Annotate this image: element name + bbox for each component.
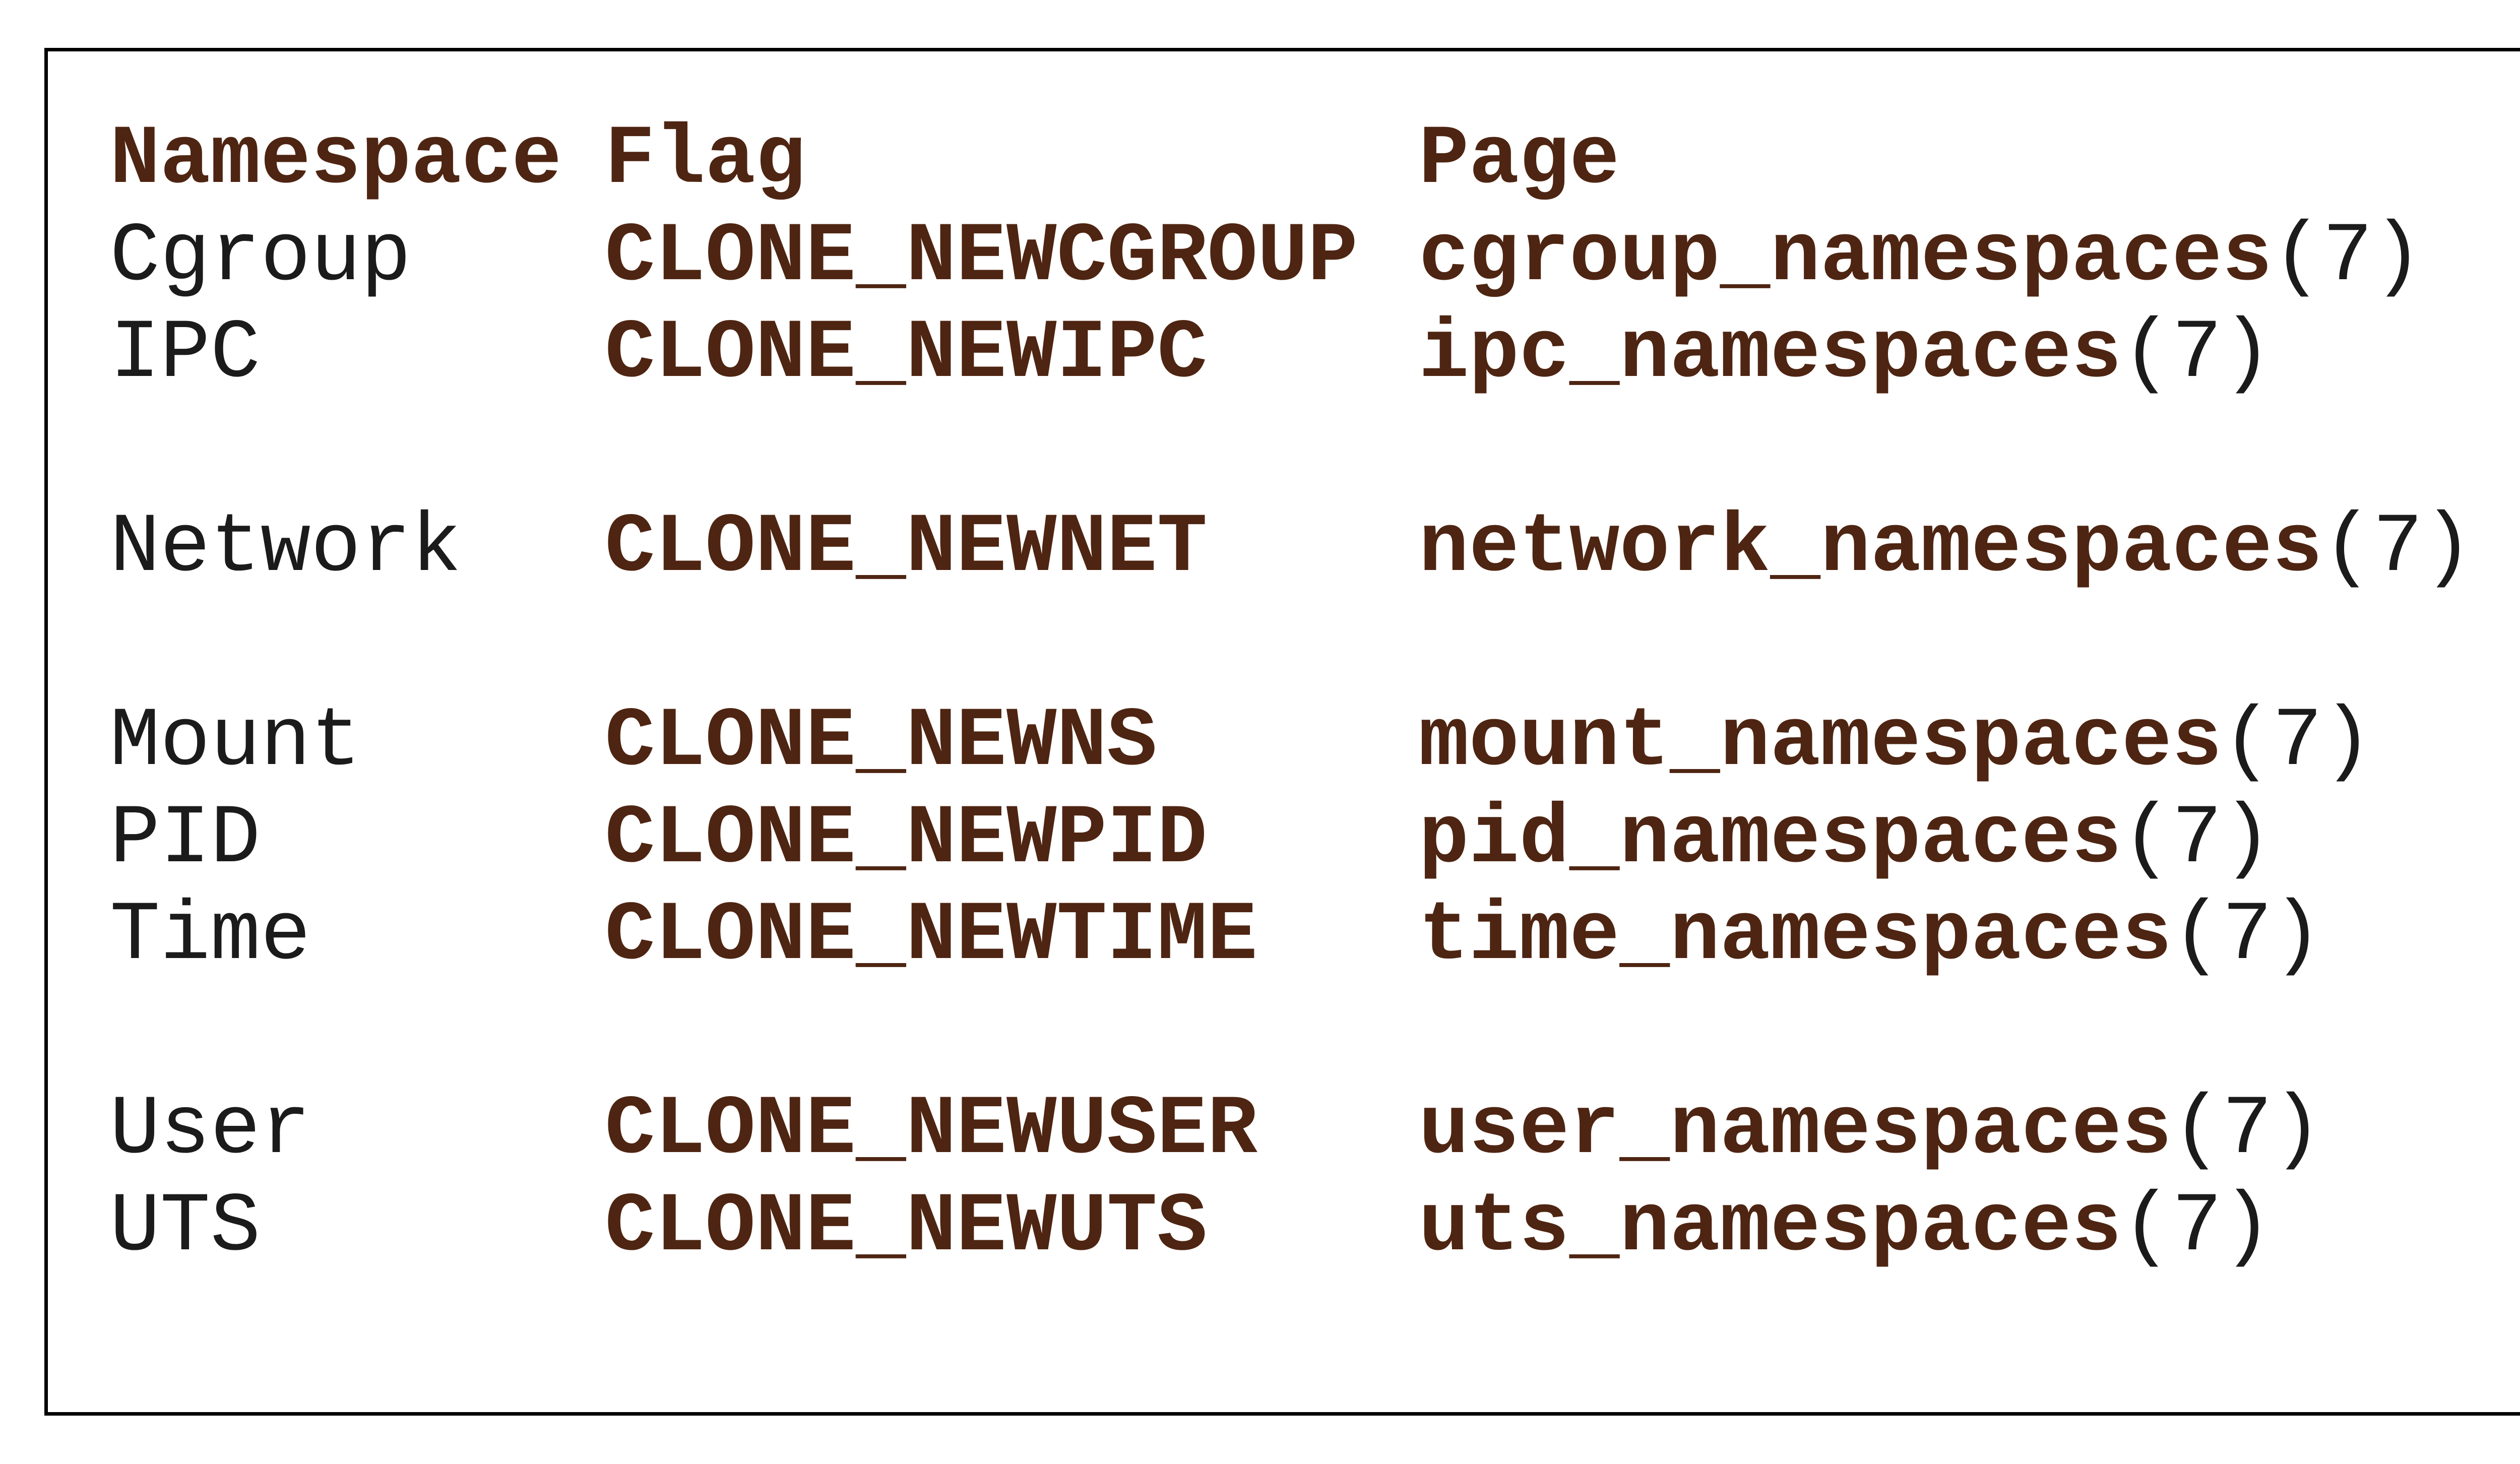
namespace-cell: Network bbox=[110, 500, 462, 595]
page-section-number: (7) bbox=[2121, 1180, 2273, 1275]
page-name: network_namespaces bbox=[1419, 500, 2323, 595]
page-cell: mount_namespaces(7) bbox=[1419, 700, 2373, 784]
namespace-cell: UTS bbox=[110, 1180, 261, 1275]
col-header-page: Page bbox=[1419, 112, 1620, 207]
page-name: mount_namespaces bbox=[1419, 694, 2222, 789]
flag-cell: CLONE_NEWUTS bbox=[605, 1180, 1208, 1275]
table-row: Time CLONE_NEWTIME time_namespaces(7) Bo… bbox=[0, 894, 2520, 991]
table-row-continuation: POSIX message queues bbox=[0, 409, 2520, 506]
page-section-number: (7) bbox=[2121, 306, 2273, 401]
flag-cell: CLONE_NEWPID bbox=[605, 792, 1208, 886]
namespace-cell: IPC bbox=[110, 306, 261, 401]
table-row: Network CLONE_NEWNET network_namespaces(… bbox=[0, 506, 2520, 603]
page-section-number: (7) bbox=[2172, 1083, 2323, 1177]
page-cell: ipc_namespaces(7) bbox=[1419, 312, 2273, 396]
page-cell: user_namespaces(7) bbox=[1419, 1088, 2322, 1172]
page-name: pid_namespaces bbox=[1419, 792, 2122, 886]
page-name: time_namespaces bbox=[1419, 888, 2172, 983]
namespace-cell: PID bbox=[110, 792, 261, 886]
table-header-row: Namespace Flag Page Isolates bbox=[0, 118, 2520, 215]
col-header-flag: Flag bbox=[605, 112, 806, 207]
page-section-number: (7) bbox=[2322, 500, 2473, 595]
page-section-number: (7) bbox=[2121, 792, 2273, 886]
page-section-number: (7) bbox=[2222, 694, 2373, 789]
page-section-number: (7) bbox=[2172, 888, 2323, 983]
col-header-namespace: Namespace bbox=[110, 112, 562, 207]
table-row-continuation: stacks, ports, etc. bbox=[0, 603, 2520, 701]
page-name: user_namespaces bbox=[1419, 1083, 2172, 1177]
table-row: UTS CLONE_NEWUTS uts_namespaces(7) Hostn… bbox=[0, 1185, 2520, 1283]
namespace-cell: Mount bbox=[110, 694, 361, 789]
table-row: IPC CLONE_NEWIPC ipc_namespaces(7) Syste… bbox=[0, 312, 2520, 409]
page-name: uts_namespaces bbox=[1419, 1180, 2122, 1275]
namespace-cell: User bbox=[110, 1083, 311, 1177]
flag-cell: CLONE_NEWTIME bbox=[605, 888, 1258, 983]
flag-cell: CLONE_NEWUSER bbox=[605, 1083, 1258, 1177]
page-name: cgroup_namespaces bbox=[1419, 210, 2273, 304]
table-border-box bbox=[44, 48, 2520, 1416]
flag-cell: CLONE_NEWIPC bbox=[605, 306, 1208, 401]
page-cell: cgroup_namespaces(7) bbox=[1419, 215, 2423, 299]
flag-cell: CLONE_NEWNET bbox=[605, 500, 1208, 595]
page-cell: network_namespaces(7) bbox=[1419, 506, 2473, 590]
page-name: ipc_namespaces bbox=[1419, 306, 2122, 401]
page-cell: time_namespaces(7) bbox=[1419, 894, 2322, 978]
flag-cell: CLONE_NEWNS bbox=[605, 694, 1157, 789]
namespace-cell: Cgroup bbox=[110, 210, 411, 304]
table-row: Cgroup CLONE_NEWCGROUP cgroup_namespaces… bbox=[0, 215, 2520, 312]
namespace-cell: Time bbox=[110, 888, 311, 983]
table-row: User CLONE_NEWUSER user_namespaces(7) Us… bbox=[0, 1088, 2520, 1185]
flag-cell: CLONE_NEWCGROUP bbox=[605, 210, 1358, 304]
page-cell: uts_namespaces(7) bbox=[1419, 1185, 2273, 1269]
table-row-continuation: domain name bbox=[0, 1282, 2520, 1379]
page-cell: pid_namespaces(7) bbox=[1419, 797, 2273, 881]
table-row: Mount CLONE_NEWNS mount_namespaces(7) Mo… bbox=[0, 700, 2520, 797]
table-row-continuation: clocks bbox=[0, 991, 2520, 1089]
page-section-number: (7) bbox=[2272, 210, 2423, 304]
table-row: PID CLONE_NEWPID pid_namespaces(7) Proce… bbox=[0, 797, 2520, 895]
